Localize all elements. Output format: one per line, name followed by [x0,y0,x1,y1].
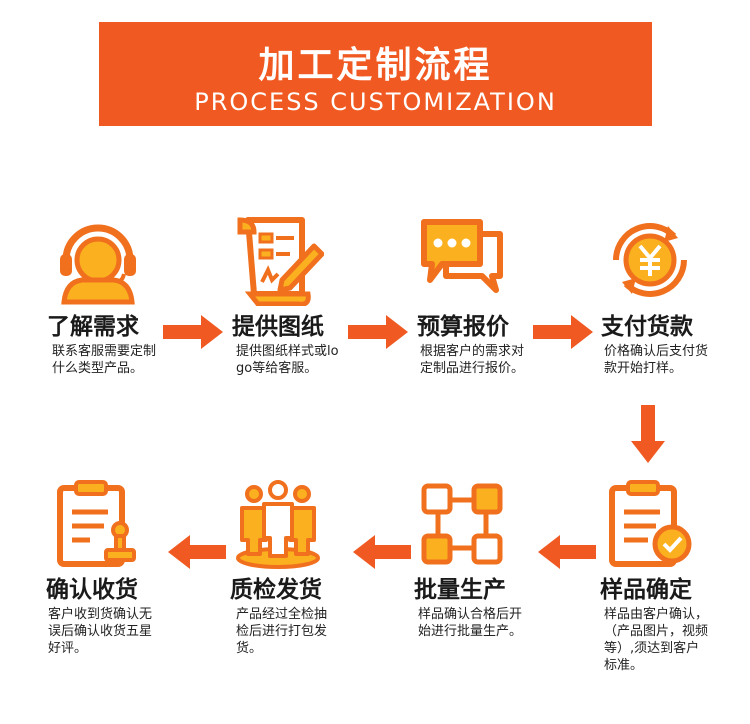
step-title: 支付货款 [601,314,693,340]
clipboard-check-icon [609,480,692,567]
arrow-left-icon [538,535,596,569]
step-description: 产品经过全检抽检后进行打包发货。 [236,607,328,656]
step-description: 样品确认合格后开始进行批量生产。 [418,607,523,639]
arrow-right-icon [533,315,593,349]
step-description: 提供图纸样式或logo等给客服。 [236,344,339,376]
step-title: 预算报价 [417,314,509,340]
step-title: 样品确定 [600,577,692,603]
production-network-icon [421,483,503,565]
yuan-coin-icon [613,223,687,297]
step-title: 确认收货 [46,577,138,603]
team-inspection-icon [236,480,320,569]
arrow-right-icon [348,315,408,349]
step-description: 价格确认后支付货款开始打样。 [604,344,709,376]
step-description: 根据客户的需求对定制品进行报价。 [420,344,525,376]
step-description: 联系客服需要定制什么类型产品。 [52,344,157,376]
page-subtitle: PROCESS CUSTOMIZATION [194,88,557,116]
arrow-right-icon [163,315,223,349]
page-title: 加工定制流程 [258,45,493,86]
customer-service-icon [60,224,136,305]
arrow-down-icon [631,405,665,463]
step-description: 客户收到货确认无误后确认收货五星好评。 [48,607,153,656]
step-description: 样品由客户确认，（产品图片，视频等）,须达到客户标准。 [604,607,709,673]
clipboard-stamp-icon [57,480,136,567]
arrow-left-icon [353,535,411,569]
header-banner: 加工定制流程 PROCESS CUSTOMIZATION [99,22,652,126]
arrow-left-icon [168,535,226,569]
chat-bubbles-icon [421,219,503,293]
step-title: 质检发货 [230,577,322,603]
step-title: 批量生产 [414,577,506,603]
step-title: 提供图纸 [232,314,324,340]
drawing-scroll-icon [237,217,324,306]
step-title: 了解需求 [47,314,139,340]
